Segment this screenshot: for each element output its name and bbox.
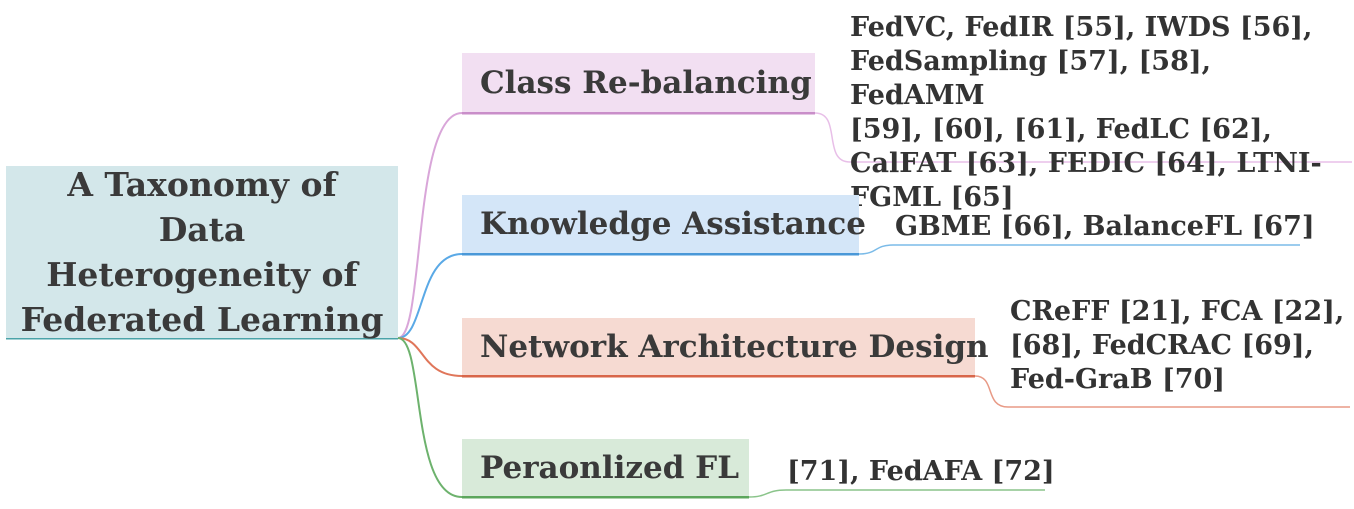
connector-leaf-personalized-fl <box>748 489 787 498</box>
branch-class-rebalancing: Class Re-balancing <box>462 53 815 112</box>
connector-leaf-knowledge-assistance <box>858 244 894 255</box>
root-title-line: A Taxonomy of Data <box>67 165 337 249</box>
connector-root-knowledge-assistance <box>397 253 463 339</box>
branch-label: Class Re-balancing <box>480 64 812 101</box>
leaf-line: FedVC, FedIR [55], IWDS [56], <box>850 12 1313 43</box>
connector-root-class-rebalancing <box>397 112 463 339</box>
leaf-line: FedSampling [57], [58], FedAMM <box>850 46 1212 111</box>
branch-personalized-fl: Peraonlized FL <box>462 439 749 496</box>
root-node: A Taxonomy of Data Heterogeneity of Fede… <box>6 165 398 339</box>
branch-label: Knowledge Assistance <box>480 206 866 242</box>
branch-label: Peraonlized FL <box>480 449 739 486</box>
leaf-knowledge-assistance: GBME [66], BalanceFL [67] <box>895 210 1315 244</box>
connector-leaf-class-rebalancing <box>814 112 851 163</box>
leaf-line: [71], FedAFA [72] <box>787 456 1055 487</box>
leaf-line: GBME [66], BalanceFL [67] <box>895 211 1315 242</box>
connector-root-personalized-fl <box>397 337 463 498</box>
branch-network-architecture-design: Network Architecture Design <box>462 318 989 375</box>
branch-label: Network Architecture Design <box>480 328 989 365</box>
leaf-line: [59], [60], [61], FedLC [62], <box>850 114 1272 145</box>
connector-root-network-architecture <box>397 337 463 377</box>
leaf-line: CalFAT [63], FEDIC [64], LTNI- <box>850 148 1322 179</box>
leaf-line: FGML [65] <box>850 182 1014 213</box>
branch-knowledge-assistance: Knowledge Assistance <box>462 195 866 253</box>
leaf-personalized-fl: [71], FedAFA [72] <box>787 455 1055 489</box>
root-title-line: Heterogeneity of <box>46 255 358 294</box>
leaf-line: CReFF [21], FCA [22], <box>1010 296 1345 327</box>
root-title-line: Federated Learning <box>20 300 384 339</box>
leaf-network-architecture-design: CReFF [21], FCA [22], [68], FedCRAC [69]… <box>1010 295 1344 397</box>
connector-leaf-network-architecture <box>974 375 1009 408</box>
root-title: A Taxonomy of Data Heterogeneity of Fede… <box>20 162 384 342</box>
leaf-class-rebalancing: FedVC, FedIR [55], IWDS [56], FedSamplin… <box>850 11 1354 215</box>
leaf-line: [68], FedCRAC [69], <box>1010 330 1314 361</box>
leaf-line: Fed-GraB [70] <box>1010 364 1226 395</box>
